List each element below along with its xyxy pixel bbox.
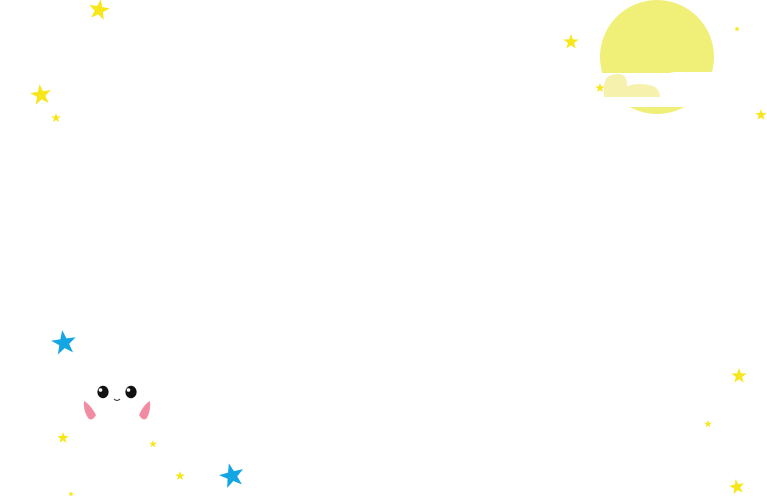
left-cheek bbox=[83, 401, 96, 420]
right-eye bbox=[125, 385, 137, 399]
right-cheek bbox=[139, 401, 151, 420]
left-eye bbox=[97, 385, 109, 399]
cloud-icon bbox=[598, 72, 767, 107]
